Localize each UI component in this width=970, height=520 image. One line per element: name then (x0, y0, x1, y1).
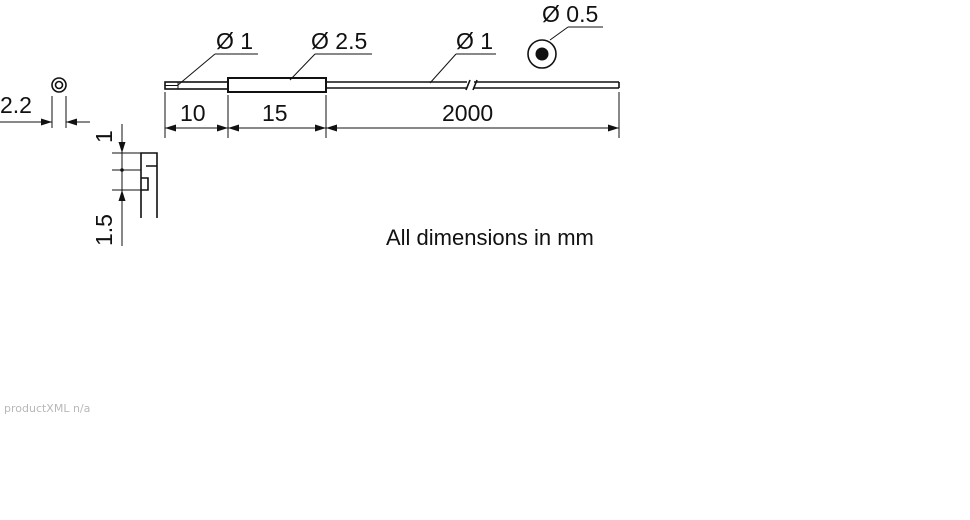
cross-section-core (535, 47, 549, 61)
step-1-label: 1 (91, 130, 117, 143)
end-view-small (0, 77, 90, 128)
cross-section-outer (527, 39, 557, 69)
core-diameter-label: Ø 0.5 (542, 1, 598, 27)
tip-length-label: 10 (180, 100, 206, 126)
length-dimensions (164, 92, 620, 138)
cable-length-label: 2000 (442, 100, 493, 126)
cable-cross-section (527, 39, 557, 69)
end-view-inner-circle (54, 80, 64, 90)
units-note: All dimensions in mm (386, 225, 594, 250)
cable-diameter-label: Ø 1 (456, 28, 493, 54)
diameter-leaders (177, 26, 603, 86)
end-view-outer-circle (51, 77, 67, 93)
profile-outline (140, 152, 158, 218)
footer-meta: productXML n/a (4, 402, 90, 415)
cable-side-view (164, 77, 620, 93)
cable-break-mark (465, 79, 471, 91)
step-2-label: 1.5 (91, 214, 117, 246)
side-profile (112, 124, 158, 246)
sleeve-diameter-label: Ø 2.5 (311, 28, 367, 54)
cable-sleeve (227, 77, 327, 93)
tip-diameter-label: Ø 1 (216, 28, 253, 54)
end-width-label: 2.2 (0, 92, 32, 118)
sleeve-length-label: 15 (262, 100, 288, 126)
